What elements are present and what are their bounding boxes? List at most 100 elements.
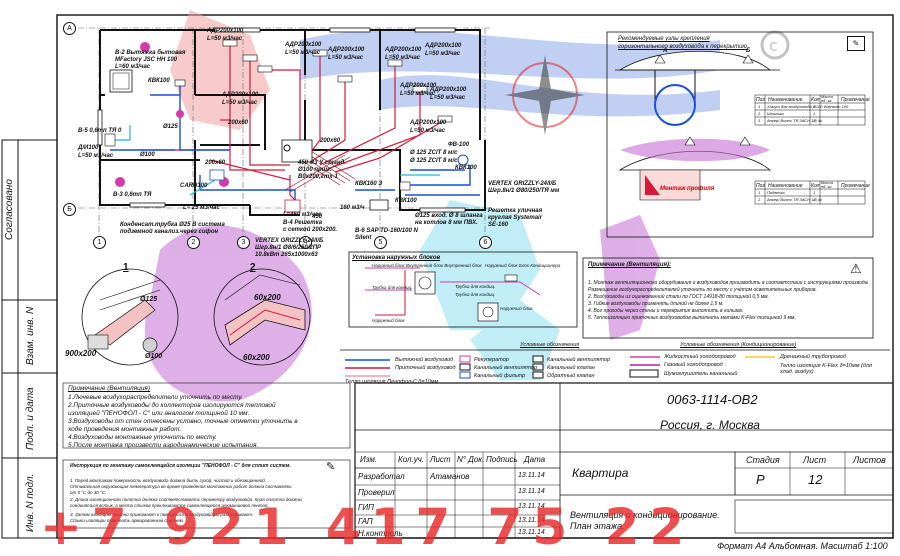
axis-marker-5: 5	[374, 236, 387, 249]
t1-header-mass: Масса ед. кг	[821, 94, 833, 103]
unit-b2-label: В-2 Вытяжка бытовая	[115, 50, 186, 56]
flow-label: L=50 м3/час	[425, 51, 461, 57]
condensate-label-2: подземной канализ.через сифон	[120, 229, 219, 235]
grille-label: АДР200х100	[285, 42, 322, 48]
t1-row3-qty: 1	[813, 118, 816, 123]
notes-line: ходе проведения монтажных работ.	[68, 426, 182, 433]
t1-row3-name: Анкер/ Винт/ ТЯ ЗАСН 1/5 4х	[767, 118, 823, 123]
duct-size-label: 200х60	[320, 138, 341, 144]
t2-header-mass: Масса ед. кг	[821, 180, 833, 189]
sd-label-2: на котлов 8 мм ПВХ.	[415, 220, 478, 226]
stamp-date: 13.11.14	[518, 472, 545, 479]
a8-label: ФВ-100	[448, 142, 470, 148]
sheet-value: 12	[808, 472, 823, 487]
axis-marker-a: А	[63, 22, 76, 35]
legend-box	[340, 349, 890, 379]
stamp-header: Лист	[430, 455, 451, 464]
duct-label: Д/И100	[78, 145, 99, 151]
flow-label: L=50 м3/час	[430, 95, 466, 101]
unit-b5-label: В-5 0,6тп ТЯ 0	[78, 128, 122, 134]
legend-item: Рекуператор	[474, 357, 509, 363]
b6-label-3: 160 м3/ч	[340, 205, 365, 211]
duct-dia-label: Ø125	[163, 124, 178, 130]
floor-plan	[78, 27, 490, 238]
tool-icon: ✎	[326, 461, 336, 473]
t1-row2-pos: 2	[758, 111, 761, 116]
kvk-label: КВК100	[148, 78, 170, 84]
caution-title: Примечание (Вентиляция):	[588, 262, 672, 268]
foam-line: 1. Перед монтажом поверхность воздуховод…	[70, 478, 266, 483]
sheets-header: Листов	[853, 455, 886, 465]
node-subtitle: горизонтального воздуховода к перекрытию	[618, 44, 747, 50]
legend-title: Условные обозначения	[520, 342, 580, 348]
t1-row1-pos: 1	[758, 104, 761, 109]
detail-2-dim-2: 60х200	[243, 353, 270, 362]
detail-2-dim: 60х200	[254, 293, 281, 302]
t2-header-note: Примечание	[841, 183, 870, 189]
mounting-node-box	[606, 31, 874, 238]
stamp-role: Н.контроль	[358, 529, 403, 538]
stamp-name: Атаманов	[430, 472, 470, 481]
unit-flow-label-3: В0х200,гтх-1	[298, 174, 338, 180]
unit-b3-label: В-3 0,6тп ТЯ	[113, 192, 152, 198]
phone-watermark: +7 921 417 75 22	[40, 498, 695, 556]
vertex-unit-label-3: 10.8кВт 265х1000х63	[255, 252, 318, 258]
stamp-role: ГИП	[358, 503, 374, 512]
svg-text:c: c	[769, 36, 778, 55]
t2-row2-qty: 1	[813, 197, 816, 202]
unit-flow-label: 450 м3 У станд.	[298, 160, 346, 166]
axis-marker-3: 3	[237, 236, 250, 249]
t1-header-name: Наименование	[768, 97, 803, 103]
flow-label: L=50 м3/час	[400, 91, 436, 97]
detail-1-dim: Ø125	[140, 296, 158, 303]
vertex-unit-2-label-2: Шгр.8н/1 Ø80/250/ТЯ мм	[488, 188, 560, 194]
stamp-header: Подпись	[486, 455, 518, 464]
warning-icon: ⚠	[850, 261, 862, 276]
vertex-unit-label: VERTEX GRIZZLY-24/I/Б	[255, 238, 324, 244]
t1-row1-qty: 1	[813, 104, 816, 109]
side-swap-inv: Взам. инв. N	[25, 306, 36, 365]
axis-marker-1: 1	[93, 236, 106, 249]
duct-size-label: 200х60	[205, 160, 226, 166]
stamp-date: 13.11.14	[518, 517, 545, 524]
street-grille-label: Решетка уличная	[488, 208, 543, 214]
legend-item: Вытяжной воздуховод	[395, 357, 454, 363]
legend-item: Жидкостный холодопровод	[664, 354, 736, 360]
foam-line: 3. Затем изоляцию плотно прижимают к пов…	[70, 512, 254, 517]
duct-dia-label: Ø100	[140, 152, 155, 158]
legend-item: Тепло изоляция Пенофол-С δ=10мм	[345, 379, 439, 385]
document-code: 0063-1114-ОВ2	[667, 392, 758, 407]
b4-label: В-4 Решетка	[283, 220, 323, 226]
street-grille-label-2: круглая Systemair	[488, 215, 543, 221]
side-orig-inv: Инв. N подл.	[25, 473, 36, 532]
grille-label: АДР200х100	[385, 47, 422, 53]
stamp-header: Изм.	[360, 455, 378, 464]
drawing-subtitle: План этажа.	[570, 521, 625, 531]
node-profile-label: Монтаж профиля	[660, 186, 715, 192]
t2-header-qty: Кол	[811, 183, 820, 189]
legend-item: Канальный клапан	[547, 365, 595, 371]
grille-label: АДР200х100	[207, 28, 244, 34]
unit-flow-label-2: Ø100 прим.	[298, 167, 332, 173]
stage-value: Р	[756, 472, 765, 487]
notes-line: 2.Приточные воздуховоды до коллекторов и…	[68, 402, 276, 409]
notes-box	[62, 382, 351, 529]
stamp-date: 13.11.14	[518, 488, 545, 495]
t2-row2-name: Анкер/ Винт/ ТЯ ЗАСН 1/5 4х	[767, 197, 823, 202]
grille-label: АДР200х100	[328, 47, 365, 53]
t1-header-pos: Поз	[756, 97, 765, 103]
vertex-unit-label-2: Шгр.8н/1 Ø8/6/250/2ПР	[255, 245, 322, 251]
a6-label-2: Ø 125 ZCIT 8 м/с	[410, 158, 458, 164]
foam-line: от 5 °С до 30 °С.	[70, 490, 107, 495]
install-label: Трубка для кондиц.	[372, 285, 413, 290]
detail-2-number: 2	[250, 262, 256, 273]
node-title: Рекомендуемые узлы крепления	[618, 36, 710, 42]
compass-rose-watermark	[505, 55, 585, 135]
legend-title-2: Условные обозначения (Кондиционирование)	[680, 342, 797, 348]
side-agreed: Согласовано	[4, 179, 15, 240]
legend-item: Тепло изоляция K-Flex δ=10мм (для хлад. …	[780, 363, 872, 375]
a6-label: Ø 125 ZCIT 8 м/с	[410, 150, 458, 156]
detail-view-1	[81, 268, 179, 366]
notes-line: 1.Лючевые воздухораспределители уточнить…	[68, 394, 243, 401]
